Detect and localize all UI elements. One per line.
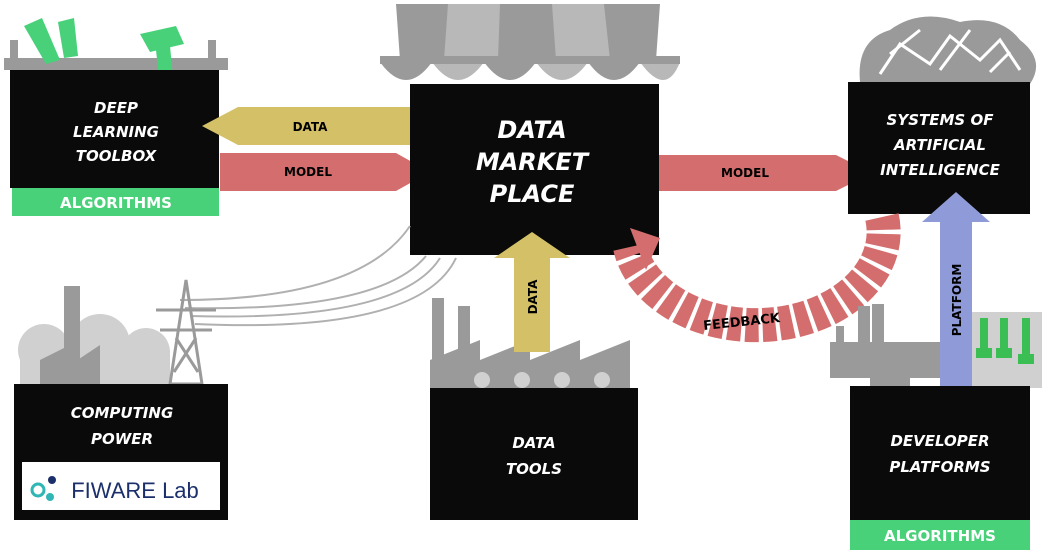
computing-label-1: COMPUTING [71,404,174,422]
model-arrow-ai: MODEL [659,155,872,191]
power-plant-icon [18,286,170,390]
model-arrow-right-label: MODEL [284,165,332,179]
fiware-logo-panel [22,462,220,510]
circuit-board-icon [970,312,1042,388]
ai-label-3: INTELLIGENCE [880,161,1000,179]
developer-platforms-node: DEVELOPER PLATFORMS ALGORITHMS [830,304,1042,550]
fiware-logo-text: FIWARE Lab [71,478,199,503]
developer-label-1: DEVELOPER [890,432,989,450]
feedback-arrow: FEEDBACK [613,213,901,343]
tools-icon [4,18,228,88]
market-box [410,84,659,255]
developer-box [850,386,1030,520]
algorithms-badge-top-label: ALGORITHMS [60,194,172,212]
model-arrow-right: MODEL [220,153,430,191]
data-tools-box [430,388,638,520]
ai-systems-node: SYSTEMS OF ARTIFICIAL INTELLIGENCE [848,16,1037,214]
market-label-1: DATA [497,116,566,144]
model-arrow-ai-label: MODEL [721,166,769,180]
ai-label-2: ARTIFICIAL [893,136,986,154]
data-arrow-up: DATA [494,232,570,352]
ai-systems-box [848,82,1030,214]
platform-arrow-up: PLATFORM [922,192,990,386]
data-market-place-node: DATA MARKET PLACE [380,4,680,255]
data-tools-label-1: DATA [512,434,555,452]
market-label-3: PLACE [490,180,575,208]
deep-learning-label-3: TOOLBOX [76,147,158,165]
algorithms-badge-top [12,188,219,216]
power-lines [179,225,457,327]
data-arrow-left-label: DATA [293,120,329,134]
data-arrow-up-label: DATA [526,279,540,315]
deep-learning-box [10,70,219,188]
awning-icon [380,4,680,80]
deep-learning-toolbox-node: DEEP LEARNING TOOLBOX ALGORITHMS [4,18,228,216]
factory-icon [430,298,630,388]
fiware-logo-icon [30,476,56,501]
circuit-brain-icon [859,16,1037,84]
platform-arrow-up-label: PLATFORM [950,264,964,337]
data-tools-node: DATA TOOLS [430,298,638,520]
developer-label-2: PLATFORMS [889,458,990,476]
deep-learning-label-1: DEEP [94,99,138,117]
computing-label-2: POWER [91,430,153,448]
algorithms-badge-bottom-label: ALGORITHMS [884,527,996,545]
deep-learning-label-2: LEARNING [73,123,159,141]
data-arrow-left: DATA [202,107,410,145]
market-label-2: MARKET [476,148,590,176]
data-tools-label-2: TOOLS [506,460,562,478]
computing-power-node: COMPUTING POWER FIWARE Lab [14,279,228,520]
ai-label-1: SYSTEMS OF [887,111,995,129]
algorithms-badge-bottom [850,520,1030,550]
